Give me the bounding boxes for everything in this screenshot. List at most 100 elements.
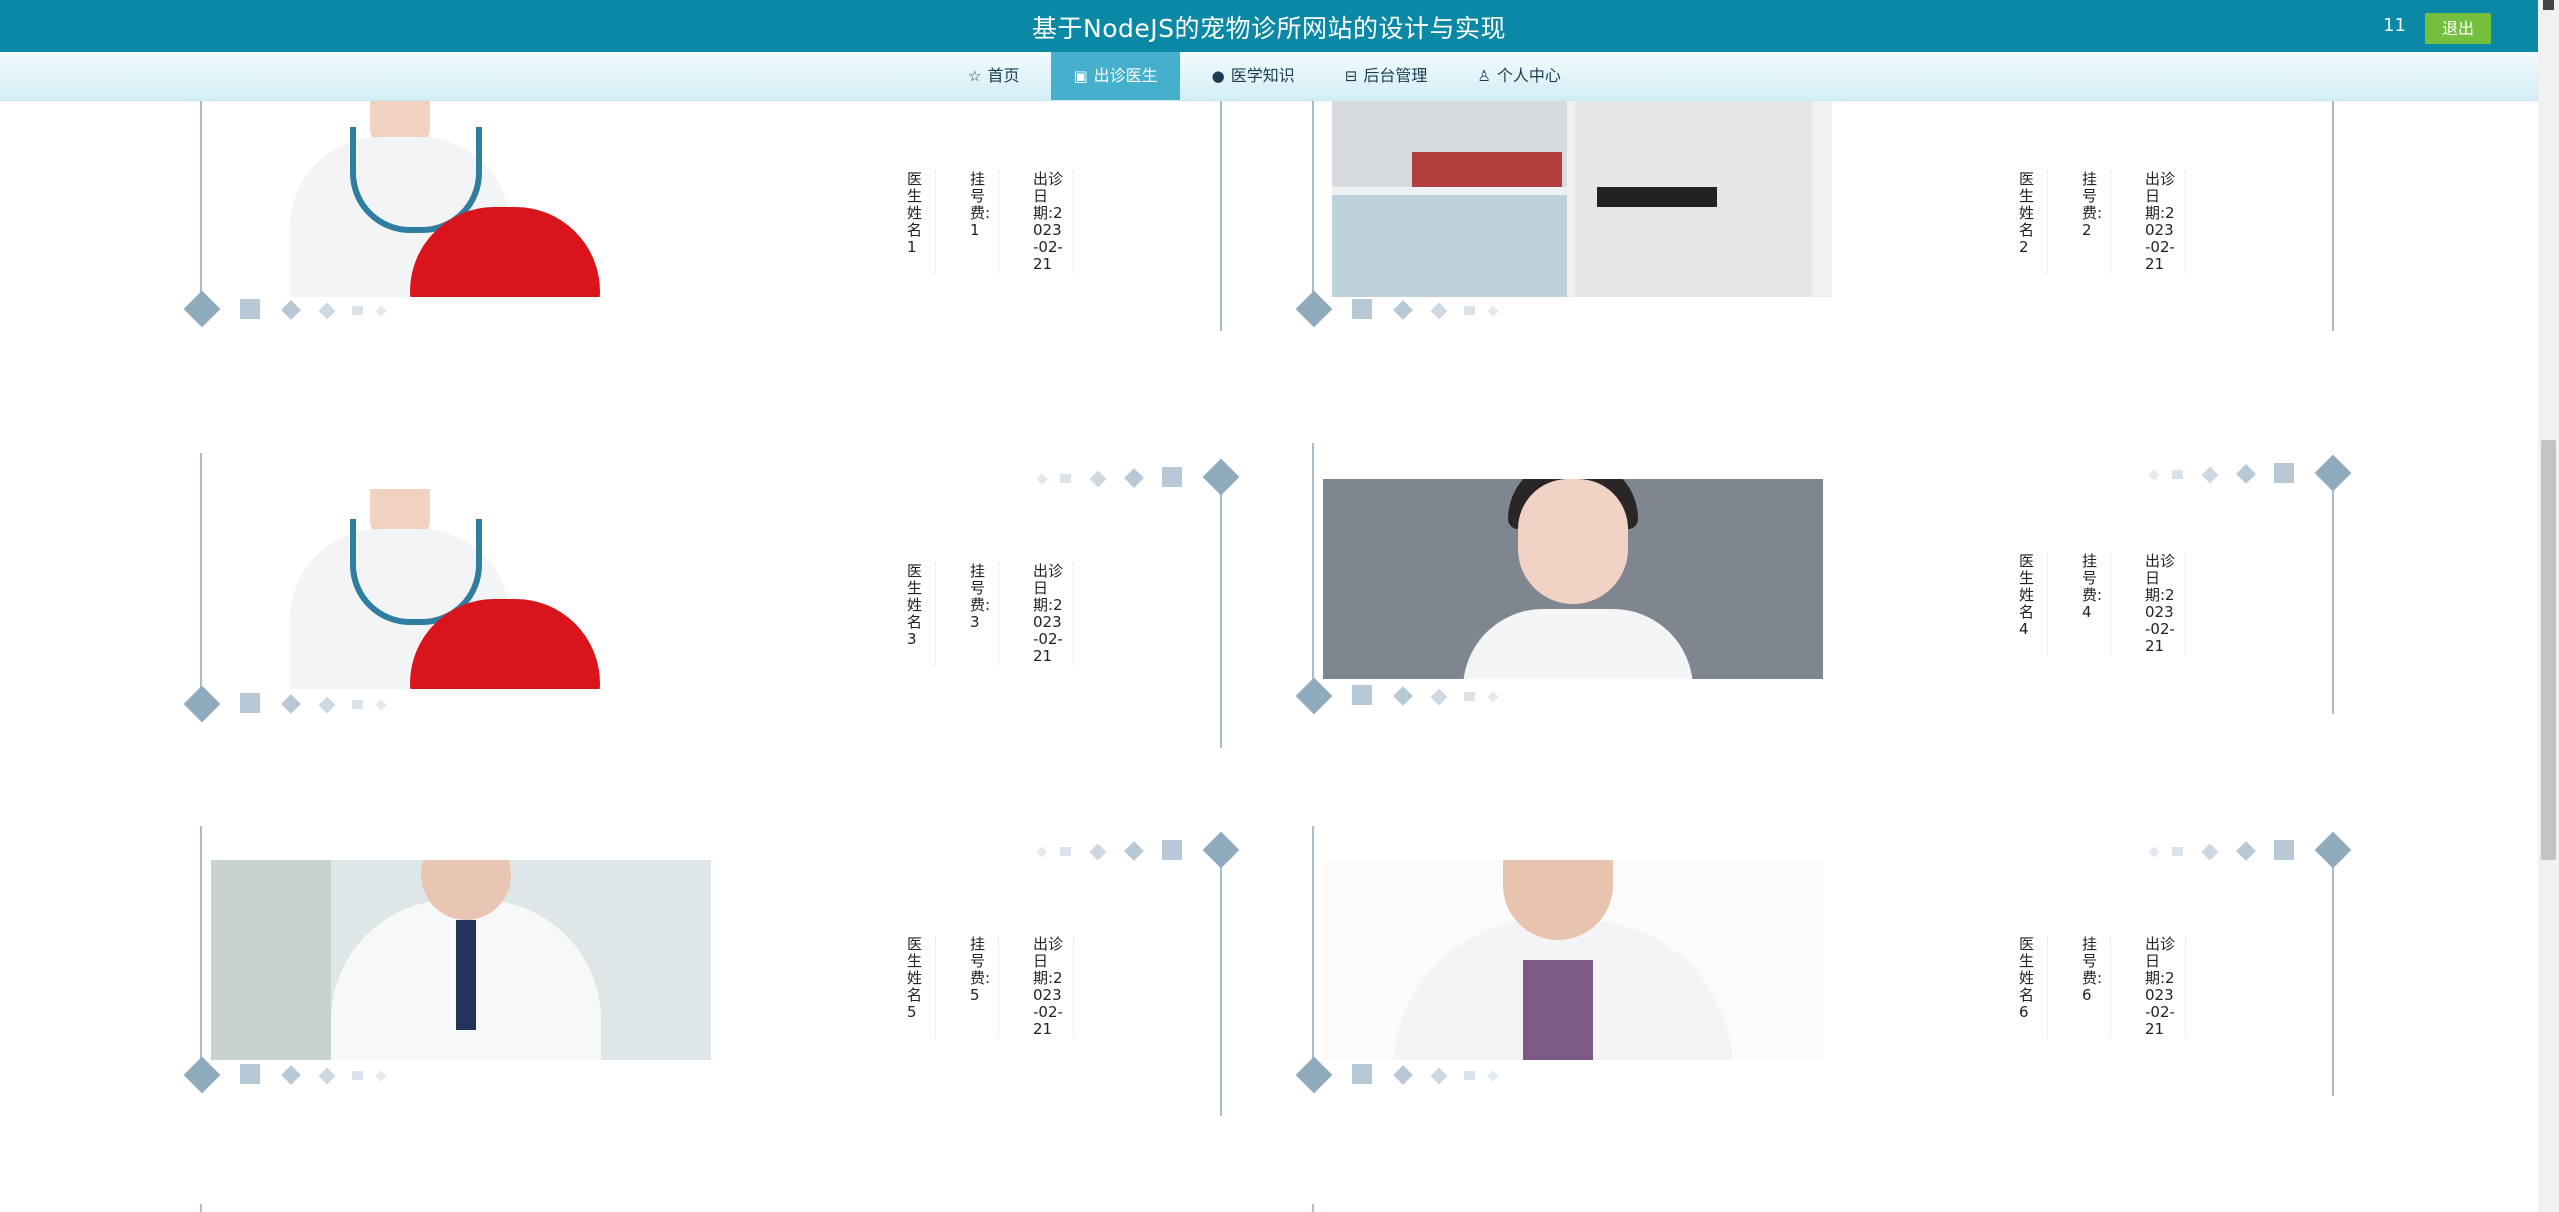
decor-diamond	[1202, 831, 1240, 869]
main-nav: ☆ 首页 ▣ 出诊医生 ● 医学知识 ⊟ 后台管理 ♙ 个人中心	[0, 52, 2538, 101]
decor-line	[1220, 846, 1222, 1116]
decor-diamond-small	[1430, 688, 1448, 706]
doctor-date: 出诊日期:2023-02-21	[1033, 171, 1074, 273]
doctor-info: 医生姓名6 挂号费:6 出诊日期:2023-02-21	[2019, 936, 2186, 1038]
decor-diamond-small	[281, 300, 301, 320]
decor-square	[1352, 299, 1372, 319]
doctor-fee: 挂号费:1	[970, 171, 999, 273]
doctor-fee: 挂号费:2	[2082, 171, 2111, 273]
doctor-date: 出诊日期:2023-02-21	[2145, 936, 2186, 1038]
doctor-photo[interactable]	[210, 101, 710, 297]
scrollbar-thumb[interactable]	[2541, 440, 2556, 860]
nav-home[interactable]: ☆ 首页	[950, 52, 1037, 100]
decor-square	[1464, 1071, 1475, 1080]
doctor-name: 医生姓名1	[907, 171, 936, 273]
doctor-date: 出诊日期:2023-02-21	[1033, 936, 1074, 1038]
nav-profile[interactable]: ♙ 个人中心	[1459, 52, 1578, 100]
decor-line	[2332, 469, 2334, 714]
decor-diamond-small	[1036, 846, 1048, 858]
doctor-fee: 挂号费:3	[970, 563, 999, 665]
decor-line	[1312, 101, 1314, 301]
decor-square	[2274, 463, 2294, 483]
decor-square	[2274, 840, 2294, 860]
decor-square	[240, 299, 260, 319]
doctor-name: 医生姓名6	[2019, 936, 2048, 1038]
nav-doctors-label: 出诊医生	[1093, 66, 1158, 85]
doctor-photo[interactable]	[1323, 860, 1823, 1060]
doctor-info: 医生姓名4 挂号费:4 出诊日期:2023-02-21	[2019, 553, 2186, 655]
decor-square	[352, 1071, 363, 1080]
decor-square	[352, 700, 363, 709]
nav-profile-label: 个人中心	[1496, 66, 1561, 85]
doctor-card[interactable]: 医生姓名6 挂号费:6 出诊日期:2023-02-21	[1292, 826, 2352, 1126]
decor-diamond-small	[1124, 841, 1144, 861]
doctor-photo[interactable]	[211, 860, 711, 1060]
decor-diamond	[183, 685, 221, 723]
decor-square	[240, 693, 260, 713]
calendar-icon: ▣	[1073, 67, 1088, 85]
doctor-name: 医生姓名4	[2019, 553, 2048, 655]
decor-line	[200, 826, 202, 1066]
decor-square	[352, 306, 363, 315]
scrollbar-arrow[interactable]	[2543, 0, 2554, 10]
doctor-card[interactable]: 医生姓名1 挂号费:1 出诊日期:2023-02-21	[180, 101, 1240, 331]
doctor-card[interactable]: 医生姓名5 挂号费:5 出诊日期:2023-02-21	[180, 826, 1240, 1126]
decor-line	[1312, 443, 1314, 688]
nav-knowledge-label: 医学知识	[1230, 66, 1295, 85]
doctor-list[interactable]: 医生姓名1 挂号费:1 出诊日期:2023-02-21 医生姓名2 挂号费:2 …	[0, 101, 2538, 1212]
decor-diamond-small	[2148, 846, 2160, 858]
decor-diamond	[1295, 1056, 1333, 1094]
doctor-date: 出诊日期:2023-02-21	[2145, 553, 2186, 655]
decor-line	[1312, 1204, 1314, 1212]
decor-square	[1352, 1064, 1372, 1084]
decor-diamond-small	[375, 699, 387, 711]
doctor-photo[interactable]	[1332, 101, 1832, 297]
decor-diamond-small	[1089, 470, 1107, 488]
nav-home-label: 首页	[987, 66, 1020, 85]
decor-line	[1312, 826, 1314, 1066]
doctor-card[interactable]: 医生姓名4 挂号费:4 出诊日期:2023-02-21	[1292, 443, 2352, 743]
decor-line	[200, 101, 202, 301]
decor-diamond-small	[1393, 1065, 1413, 1085]
doctor-photo[interactable]	[1323, 479, 1823, 679]
nav-knowledge[interactable]: ● 医学知识	[1194, 52, 1313, 100]
decor-line	[1220, 101, 1222, 331]
decor-diamond-small	[2148, 469, 2160, 481]
decor-square	[1464, 306, 1475, 315]
decor-square	[1352, 685, 1372, 705]
doctor-photo[interactable]	[210, 489, 710, 689]
doctor-card[interactable]: 医生姓名3 挂号费:3 出诊日期:2023-02-21	[180, 453, 1240, 753]
doctor-name: 医生姓名5	[907, 936, 936, 1038]
decor-diamond	[2314, 454, 2352, 492]
nav-admin[interactable]: ⊟ 后台管理	[1327, 52, 1446, 100]
decor-line	[2332, 846, 2334, 1096]
decor-diamond	[1295, 290, 1333, 328]
decor-diamond-small	[1393, 300, 1413, 320]
decor-diamond-small	[281, 694, 301, 714]
decor-diamond-small	[318, 302, 336, 320]
decor-square	[1060, 474, 1071, 483]
decor-diamond-small	[1487, 1070, 1499, 1082]
site-title: 基于NodeJS的宠物诊所网站的设计与实现	[1032, 14, 1506, 43]
doctor-fee: 挂号费:4	[2082, 553, 2111, 655]
decor-diamond-small	[1393, 686, 1413, 706]
decor-diamond	[1295, 677, 1333, 715]
decor-diamond-small	[1089, 843, 1107, 861]
nav-doctors[interactable]: ▣ 出诊医生	[1051, 52, 1180, 100]
decor-diamond	[1202, 458, 1240, 496]
decor-line	[2332, 101, 2334, 331]
decor-diamond	[183, 1056, 221, 1094]
doctor-card[interactable]: 医生姓名2 挂号费:2 出诊日期:2023-02-21	[1292, 101, 2352, 331]
top-header: 基于NodeJS的宠物诊所网站的设计与实现 11 退出	[0, 0, 2538, 53]
decor-square	[1464, 692, 1475, 701]
decor-diamond-small	[2236, 464, 2256, 484]
decor-diamond-small	[2201, 843, 2219, 861]
logout-button[interactable]: 退出	[2425, 13, 2491, 44]
decor-square	[1162, 467, 1182, 487]
box-icon: ⊟	[1344, 67, 1358, 85]
current-user: 11	[2383, 15, 2406, 36]
nav-admin-label: 后台管理	[1363, 66, 1428, 85]
decor-diamond-small	[2201, 466, 2219, 484]
star-icon: ☆	[968, 67, 982, 85]
decor-diamond-small	[2236, 841, 2256, 861]
